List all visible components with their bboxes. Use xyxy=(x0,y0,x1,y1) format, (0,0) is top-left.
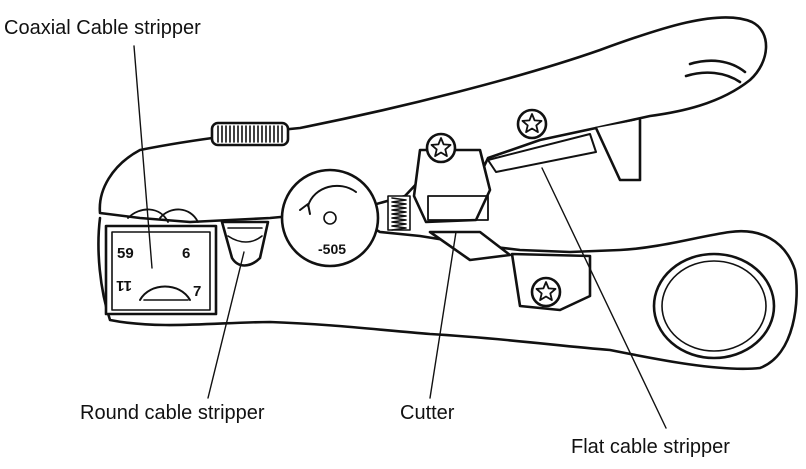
leader-cutter xyxy=(429,231,457,399)
star-screw-icon xyxy=(516,108,548,140)
label-flat-cable-stripper: Flat cable stripper xyxy=(571,436,730,458)
ring-handle-inner xyxy=(661,260,767,352)
upper-handle xyxy=(98,16,768,224)
label-coaxial-cable-stripper: Coaxial Cable stripper xyxy=(4,17,201,39)
flat-cable-stripper[interactable] xyxy=(487,118,642,182)
gauge-59: 59 xyxy=(117,245,134,262)
coaxial-stripper-block[interactable]: 59 6 11 7 xyxy=(104,208,218,316)
blade-dial[interactable]: -505 xyxy=(280,168,380,268)
label-cutter: Cutter xyxy=(400,402,455,424)
star-screw-icon xyxy=(425,132,457,164)
cutter-blade[interactable] xyxy=(412,148,512,262)
leader-coaxial xyxy=(133,45,153,269)
gauge-11: 11 xyxy=(116,277,132,294)
ring-handle[interactable] xyxy=(652,252,776,360)
grip-slot xyxy=(688,59,747,74)
spring-icon xyxy=(387,195,411,231)
dial-arrow-icon xyxy=(307,184,357,207)
label-round-cable-stripper: Round cable stripper xyxy=(80,402,265,424)
knurled-wheel-icon xyxy=(210,121,290,147)
leader-round xyxy=(207,251,245,399)
round-cable-stripper[interactable] xyxy=(220,220,270,267)
gauge-7: 7 xyxy=(193,283,201,300)
gauge-6: 6 xyxy=(182,245,190,262)
grip-slot xyxy=(684,71,742,84)
leader-flat xyxy=(541,167,667,429)
star-screw-icon xyxy=(530,276,562,308)
lower-handle xyxy=(97,216,798,371)
dial-code: -505 xyxy=(318,241,346,257)
